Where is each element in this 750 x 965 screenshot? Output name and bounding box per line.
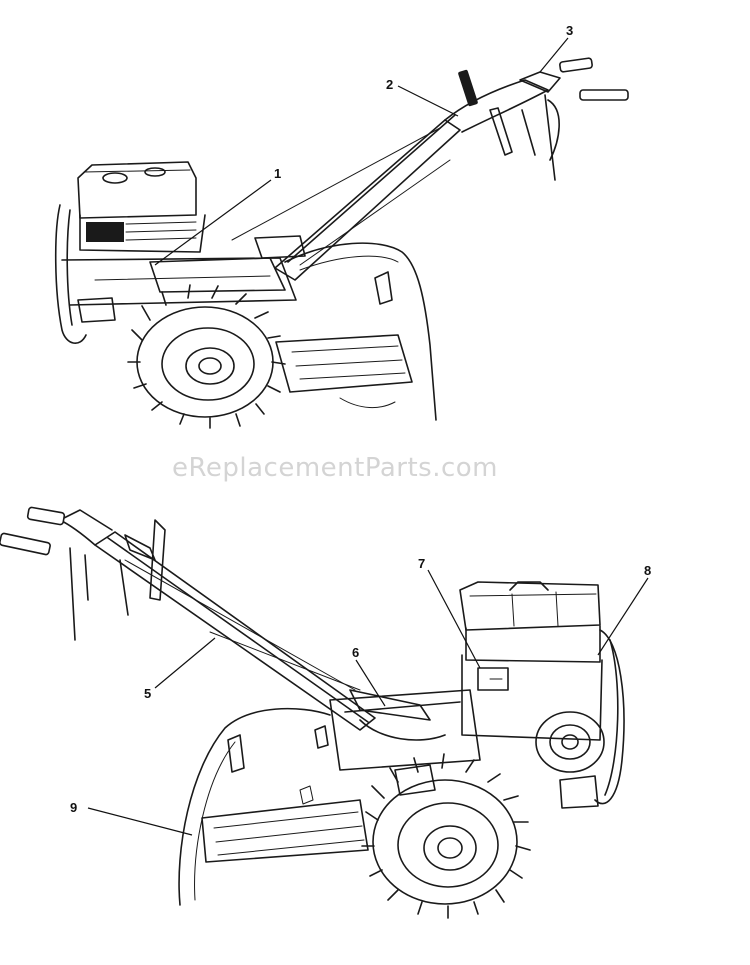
handlebar-top (231, 57, 629, 281)
engine-bottom (459, 581, 605, 773)
wheel-top (127, 284, 286, 429)
leader-3 (539, 37, 569, 73)
callout-leaders (87, 37, 649, 836)
leader-2 (397, 85, 459, 117)
callout-8: 8 (644, 563, 651, 578)
leader-9 (87, 807, 193, 836)
callout-7: 7 (418, 556, 425, 571)
callout-5: 5 (144, 686, 151, 701)
watermark-text: eReplacementParts.com (172, 453, 498, 483)
tiller-top-view (54, 57, 629, 429)
callout-1: 1 (274, 166, 281, 181)
handlebar-bottom (0, 506, 431, 749)
callout-3: 3 (566, 23, 573, 38)
callout-labels: 1 2 3 5 6 7 8 9 (70, 23, 651, 815)
leader-7 (427, 569, 481, 669)
tine-hood-bottom (178, 707, 369, 906)
frame-bottom (329, 629, 625, 809)
leader-5 (154, 637, 216, 689)
leader-6 (355, 659, 386, 707)
callout-9: 9 (70, 800, 77, 815)
wheel-bottom (361, 753, 531, 919)
leader-1 (154, 179, 272, 266)
tine-hood (275, 242, 437, 421)
engine (77, 161, 206, 253)
leader-8 (597, 577, 649, 656)
callout-2: 2 (386, 77, 393, 92)
frame (54, 204, 306, 344)
tiller-bottom-view (0, 506, 625, 919)
callout-6: 6 (352, 645, 359, 660)
